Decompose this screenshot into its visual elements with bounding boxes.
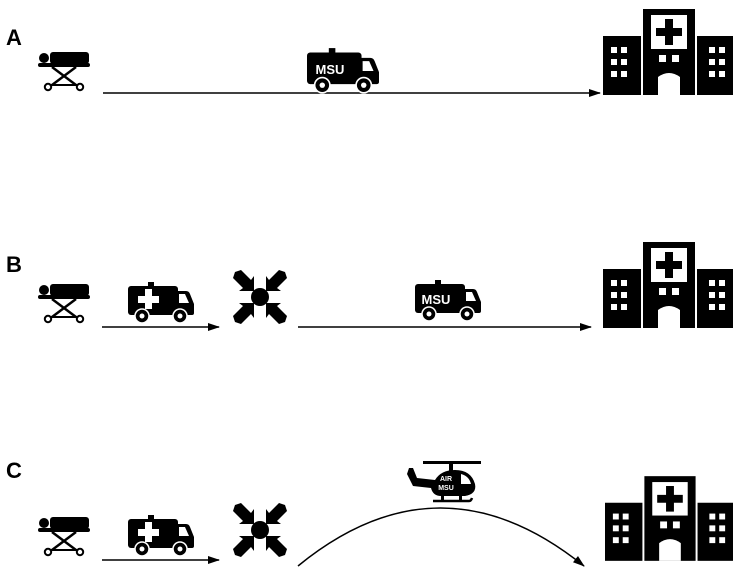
rendezvous-point-icon	[233, 503, 287, 557]
panel-c: C AIR MSU	[6, 458, 733, 567]
air-transport-arc	[297, 507, 585, 567]
ambulance-icon	[128, 515, 194, 557]
ambulance-icon	[128, 282, 194, 324]
panel-a: A MSU	[6, 9, 733, 97]
msu-van-icon: MSU	[307, 48, 379, 94]
hospital-icon	[603, 9, 733, 95]
air-msu-helicopter-icon: AIR MSU	[405, 459, 483, 504]
stretcher-patient-icon	[38, 50, 90, 92]
rendezvous-point-icon	[233, 270, 287, 324]
panel-label-c: C	[6, 458, 22, 483]
helicopter-label-line2: MSU	[438, 485, 454, 492]
hospital-icon	[605, 476, 733, 561]
msu-van-icon: MSU	[415, 280, 481, 322]
panel-label-a: A	[6, 25, 22, 50]
msu-van-label: MSU	[316, 62, 345, 77]
hospital-icon	[603, 242, 733, 328]
stretcher-patient-icon	[38, 282, 90, 324]
panel-label-b: B	[6, 252, 22, 277]
helicopter-label-line1: AIR	[440, 476, 452, 483]
stretcher-patient-icon	[38, 515, 90, 557]
msu-van-label: MSU	[422, 292, 451, 307]
panel-b: B MSU	[6, 242, 733, 331]
